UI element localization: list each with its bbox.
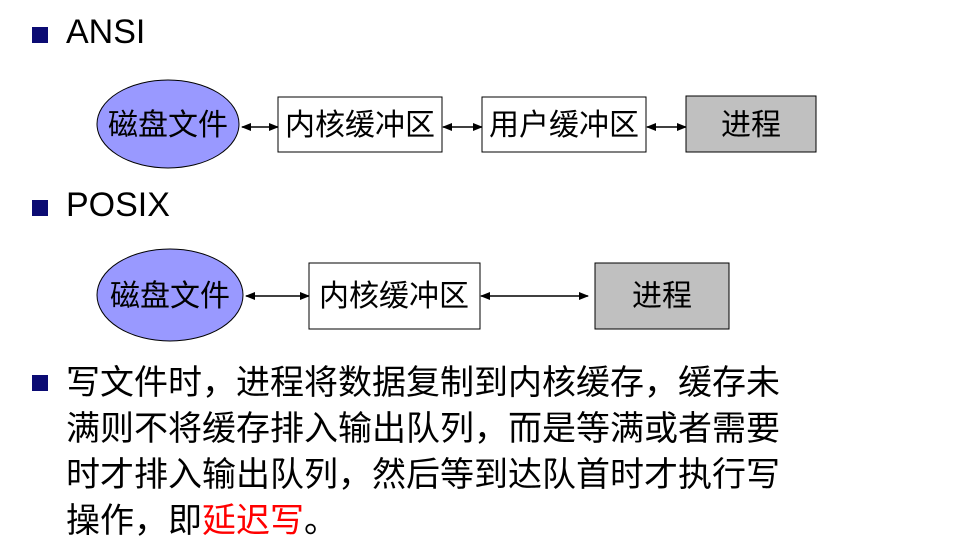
posix-process-label: 进程 bbox=[632, 279, 692, 314]
bullet-posix bbox=[32, 200, 48, 216]
description-line-2: 满则不将缓存排入输出队列，而是等满或者需要 bbox=[66, 409, 780, 449]
bullet-description bbox=[32, 375, 48, 391]
ansi-kernel-buffer-label: 内核缓冲区 bbox=[285, 108, 435, 143]
description-paragraph: 写文件时，进程将数据复制到内核缓存，缓存未 满则不将缓存排入输出队列，而是等满或… bbox=[66, 360, 926, 544]
ansi-process-node bbox=[685, 95, 817, 153]
ansi-diagram: 磁盘文件 内核缓冲区 用户缓冲区 进程 bbox=[96, 79, 817, 169]
ansi-user-buffer-label: 用户缓冲区 bbox=[489, 108, 639, 143]
ansi-process-label: 进程 bbox=[721, 108, 781, 143]
description-line-4: 操作，即延迟写。 bbox=[66, 498, 926, 544]
description-line-4-suffix: 。 bbox=[304, 501, 338, 541]
posix-heading: POSIX bbox=[66, 186, 170, 224]
description-line-4-prefix: 操作，即 bbox=[66, 501, 202, 541]
posix-kernel-buffer-node bbox=[308, 262, 481, 330]
posix-diagram: 磁盘文件 内核缓冲区 进程 bbox=[96, 248, 730, 342]
ansi-disk-file-label: 磁盘文件 bbox=[108, 108, 228, 143]
bullet-ansi bbox=[32, 27, 48, 43]
posix-disk-file-label: 磁盘文件 bbox=[110, 279, 230, 314]
description-line-3: 时才排入输出队列，然后等到达队首时才执行写 bbox=[66, 455, 780, 495]
ansi-disk-file-node bbox=[96, 79, 240, 169]
description-line-1: 写文件时，进程将数据复制到内核缓存，缓存未 bbox=[66, 363, 780, 403]
posix-process-node bbox=[594, 262, 730, 330]
posix-disk-file-node bbox=[96, 248, 244, 342]
ansi-user-buffer-node bbox=[481, 96, 647, 153]
delayed-write-highlight: 延迟写 bbox=[202, 501, 304, 541]
ansi-kernel-buffer-node bbox=[277, 96, 443, 153]
posix-kernel-buffer-label: 内核缓冲区 bbox=[319, 279, 469, 314]
ansi-heading: ANSI bbox=[66, 13, 146, 51]
